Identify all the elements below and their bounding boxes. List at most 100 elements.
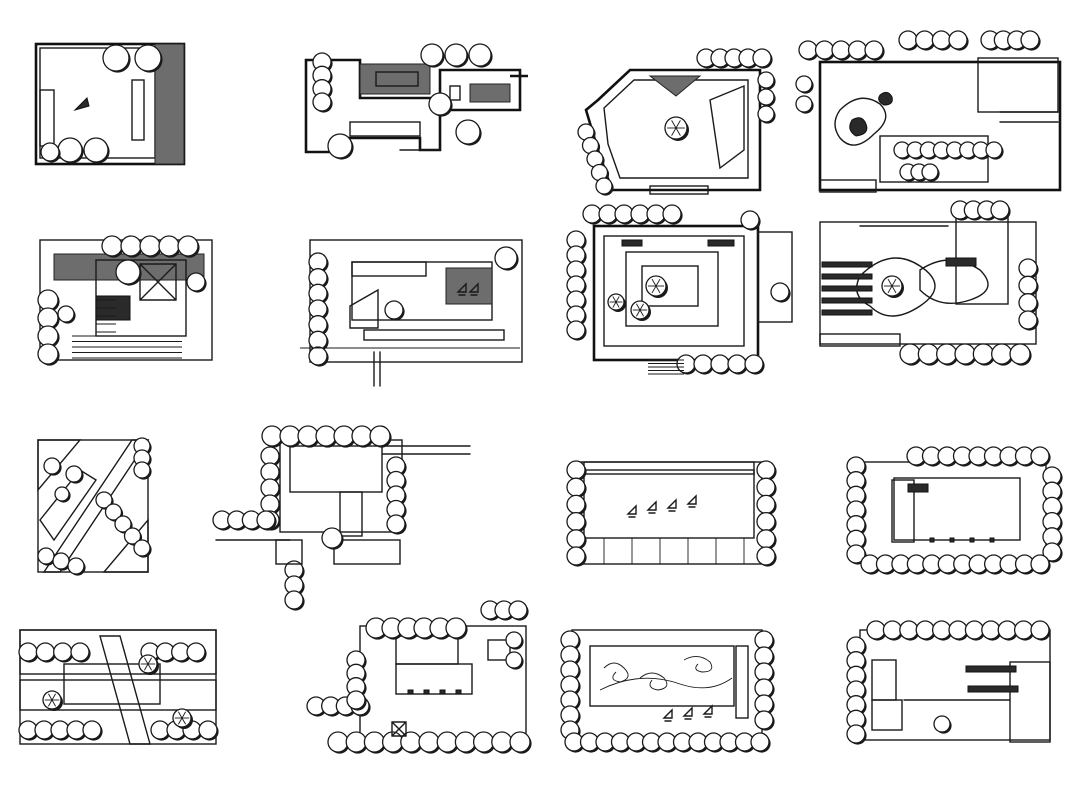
plan-outline bbox=[583, 469, 755, 539]
light-post bbox=[407, 689, 414, 695]
bench bbox=[965, 665, 1017, 673]
tree-symbol bbox=[566, 546, 586, 566]
tree-branch bbox=[891, 285, 897, 294]
tree-symbol bbox=[727, 354, 747, 374]
tree-symbol bbox=[384, 300, 404, 320]
water-swirl bbox=[603, 662, 629, 683]
striped-deck-plan bbox=[300, 239, 523, 387]
tree-symbol bbox=[18, 720, 38, 740]
tree-symbol bbox=[1018, 310, 1038, 330]
tree-branch bbox=[655, 285, 661, 294]
tree-symbol bbox=[505, 631, 523, 649]
frame-stairs-plan bbox=[846, 446, 1063, 575]
tree-symbol bbox=[65, 465, 83, 483]
tree-symbol bbox=[814, 40, 835, 60]
tree-symbol bbox=[327, 731, 349, 753]
tree-symbol bbox=[37, 343, 59, 365]
tree-symbol bbox=[133, 539, 151, 557]
angled-garden-plan bbox=[577, 48, 776, 196]
light-post bbox=[989, 537, 995, 543]
pond-stepping-plan bbox=[819, 200, 1039, 366]
tree-symbol bbox=[508, 600, 528, 620]
tree-symbol bbox=[177, 235, 199, 257]
bench bbox=[967, 685, 1019, 693]
tree-symbol bbox=[186, 642, 206, 662]
tree-branch bbox=[147, 657, 152, 665]
tree-symbol bbox=[693, 354, 713, 374]
plan-outline bbox=[359, 63, 431, 95]
concentric-lawn-plan bbox=[566, 204, 793, 375]
tree-symbol bbox=[346, 690, 366, 710]
tree-symbol bbox=[964, 620, 985, 640]
tree-symbol bbox=[1030, 554, 1050, 574]
tree-symbol bbox=[35, 642, 55, 662]
plan-outline bbox=[309, 239, 523, 363]
tree-symbol bbox=[321, 527, 343, 549]
tree-symbol bbox=[186, 272, 206, 292]
tree-symbol bbox=[260, 462, 280, 482]
tree-symbol bbox=[795, 95, 813, 113]
tree-symbol bbox=[757, 71, 775, 89]
stepping-stone bbox=[821, 285, 873, 292]
tree-symbol bbox=[198, 720, 218, 740]
tree-symbol bbox=[150, 720, 170, 740]
tree-symbol bbox=[472, 731, 495, 753]
tree-symbol bbox=[260, 446, 280, 466]
tree-symbol bbox=[795, 75, 813, 93]
sculpture-icon bbox=[646, 500, 657, 511]
step bbox=[871, 699, 903, 731]
tree-symbol bbox=[455, 119, 481, 145]
plan-outline bbox=[859, 629, 1051, 741]
tree-symbol bbox=[1042, 542, 1062, 562]
tree-symbol bbox=[37, 307, 59, 329]
tree-branch bbox=[636, 303, 641, 311]
light-post bbox=[439, 689, 446, 695]
tree-symbol bbox=[134, 44, 162, 72]
tree-symbol bbox=[595, 177, 613, 195]
stair bbox=[339, 491, 363, 537]
plaza bbox=[395, 663, 473, 695]
deck bbox=[39, 469, 97, 542]
tree-symbol bbox=[997, 620, 1017, 640]
plan-outline bbox=[37, 439, 149, 573]
tree-symbol bbox=[582, 204, 602, 224]
tree-symbol bbox=[1013, 620, 1034, 640]
tree-symbol bbox=[114, 515, 132, 533]
tree-symbol bbox=[566, 494, 586, 515]
step bbox=[819, 179, 877, 193]
tree-branch bbox=[675, 127, 681, 136]
tree-symbol bbox=[454, 731, 477, 753]
tree-branch bbox=[887, 278, 893, 287]
stepping-stone bbox=[821, 297, 873, 304]
tree-symbol bbox=[369, 425, 391, 447]
tree-symbol bbox=[444, 43, 468, 67]
tree-symbol bbox=[428, 92, 452, 116]
bench bbox=[945, 257, 977, 267]
tree-symbol bbox=[566, 460, 586, 480]
rock-bed bbox=[834, 97, 887, 146]
tree-symbol bbox=[864, 40, 884, 60]
frame-grid-plan bbox=[846, 620, 1051, 745]
stair bbox=[349, 288, 379, 329]
diagonal-path bbox=[99, 635, 151, 745]
tree-branch bbox=[651, 278, 657, 287]
courtyard-grid-plan bbox=[34, 42, 186, 166]
tree-symbol bbox=[120, 235, 142, 257]
tree-symbol bbox=[754, 630, 774, 650]
tree-symbol bbox=[420, 43, 444, 67]
lawn bbox=[603, 235, 745, 347]
rock bbox=[849, 117, 868, 137]
water-swirl-plan bbox=[560, 629, 775, 753]
tree-symbol bbox=[566, 511, 586, 532]
rock-garden-plan bbox=[795, 30, 1062, 193]
tree-branch bbox=[51, 699, 56, 707]
sculpture-icon bbox=[468, 282, 479, 293]
tree-branch bbox=[51, 693, 56, 701]
tree-symbol bbox=[931, 620, 952, 640]
tree-branch bbox=[48, 699, 53, 707]
tree-symbol bbox=[333, 425, 355, 447]
tree-symbol bbox=[115, 259, 141, 285]
tree-symbol bbox=[83, 137, 109, 163]
tree-symbol bbox=[308, 346, 328, 366]
planting-bed bbox=[879, 135, 989, 183]
